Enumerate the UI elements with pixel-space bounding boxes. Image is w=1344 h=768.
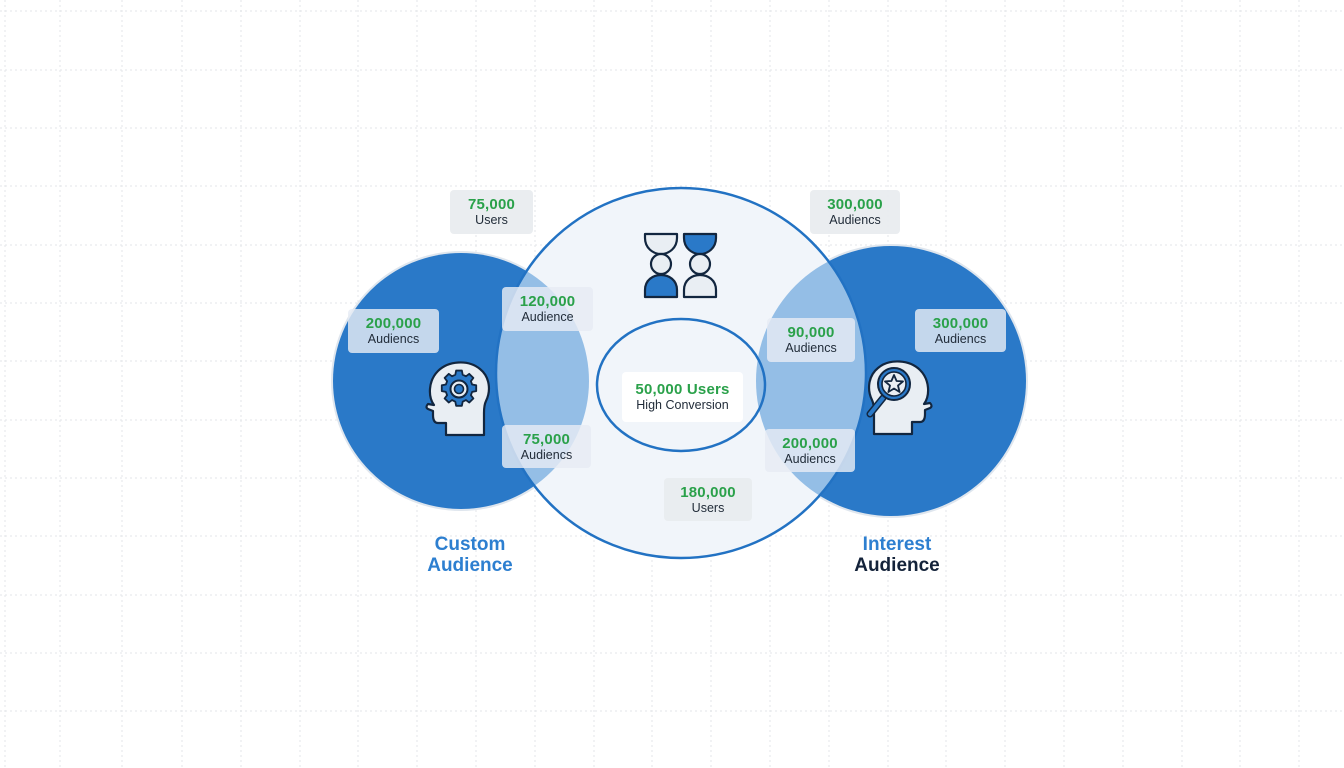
value: 200,000 [782,434,838,452]
unit: Audiencs [785,341,837,355]
label-left-only: 200,000 Audiencs [348,309,439,353]
value: 75,000 [522,430,571,448]
unit: Audience [521,310,574,324]
two-people-exchange-icon [643,232,718,299]
label-center-bottom: 180,000 Users [664,478,752,521]
unit: High Conversion [636,398,729,412]
left-person-body [643,273,679,299]
left-set-title-line1: Custom [434,534,506,555]
left-set-title-line2: Audience [427,555,513,576]
right-set-title-line2: Audience [854,555,940,576]
value: 50,000 Users [635,381,730,398]
right-set-title: Interest Audience [837,534,957,576]
label-right-only: 300,000 Audiencs [915,309,1006,352]
label-right-top: 300,000 Audiencs [810,190,900,234]
unit: Audiencs [367,332,420,346]
value: 180,000 [680,483,736,501]
label-right-center-bottom: 200,000 Audiencs [765,429,855,472]
label-right-center-top: 90,000 Audiencs [767,318,855,362]
unit: Users [475,213,508,227]
label-core: 50,000 Users High Conversion [622,372,743,422]
label-left-top: 75,000 Users [450,190,533,234]
label-left-center-top: 120,000 Audience [502,287,593,331]
value: 300,000 [932,314,989,332]
right-person-top [682,232,718,256]
value: 300,000 [827,196,883,213]
core-ellipse [595,317,767,453]
label-left-center-bottom: 75,000 Audiencs [502,425,591,468]
value: 200,000 [365,315,422,332]
unit: Users [691,500,725,515]
head-magnifier-star-icon [866,360,933,436]
right-person-body [682,273,718,299]
value: 75,000 [467,196,516,213]
value: 120,000 [519,293,576,310]
unit: Audiencs [520,447,573,462]
head-gear-icon [425,361,491,437]
unit: Audiencs [829,213,881,227]
unit: Audiencs [784,451,836,466]
unit: Audiencs [934,331,987,346]
right-set-title-line1: Interest [862,534,932,555]
value: 90,000 [787,324,835,341]
left-person-top [643,232,679,256]
left-set-title: Custom Audience [410,534,530,576]
center-set-outline [494,186,868,560]
